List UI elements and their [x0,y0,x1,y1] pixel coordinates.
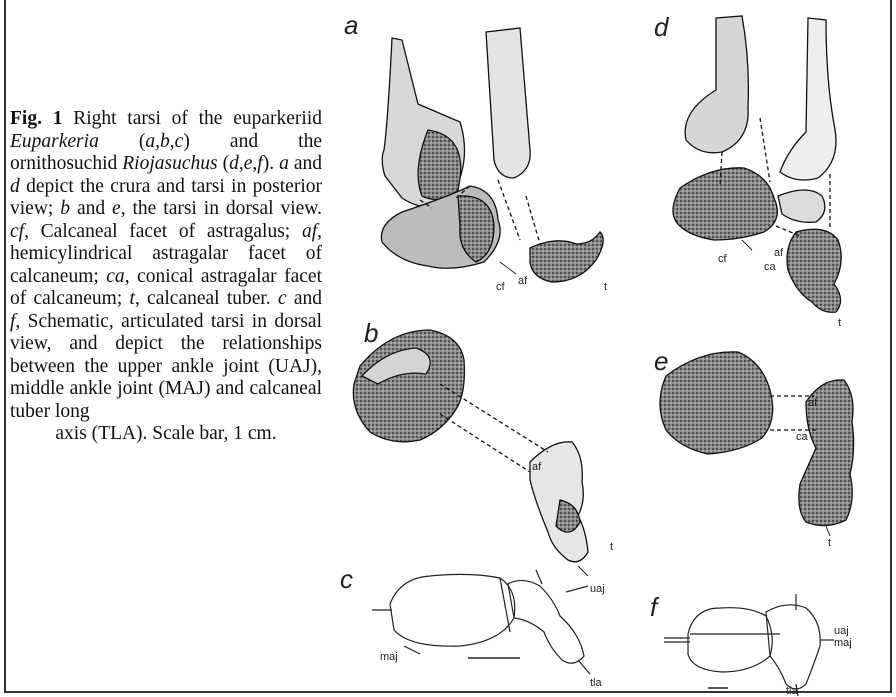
label-tla-c: tla [590,677,603,689]
label-uaj-f: uaj [834,625,849,637]
astragalus-e [660,352,773,454]
label-cf-a: cf [496,281,506,293]
panel-b-drawing [353,330,588,576]
label-t-e: t [828,537,831,549]
panel-a-drawing [381,28,603,282]
astragalus-d [673,168,777,240]
calcaneum-d [787,229,841,312]
calcaneum-outline-c [508,580,584,663]
panel-f-schematic [664,594,834,696]
label-ca-e: ca [796,431,809,443]
label-af-d: af [774,247,784,259]
calcaneum-outline-f [766,605,820,689]
label-ca-d: ca [764,261,777,273]
fibula-shaft-d [780,18,836,180]
label-af-e: af [808,397,818,409]
uaj-leader-c [566,586,588,592]
astragalus-outline-f [688,608,772,672]
tla-leader-c [578,660,590,674]
astragalus-upper-d [778,190,825,222]
uaj-tick-c [536,570,542,584]
tibia-shaft-d [685,16,748,153]
label-af-b: af [532,461,542,473]
panel-c-schematic [372,570,590,674]
label-t-a: t [604,281,607,293]
panel-d-drawing [673,16,841,312]
panel-e-drawing [660,352,854,536]
astragalus-b [353,330,464,442]
maj-leader-c [404,646,420,654]
label-uaj-c: uaj [590,583,605,595]
label-t-b: t [610,541,613,553]
label-maj-f: maj [834,637,852,649]
label-cf-d: cf [718,253,728,265]
label-af-a: af [518,275,528,287]
label-maj-c: maj [380,651,398,663]
fibula-shaft-a [486,28,530,178]
calcaneum-a [530,232,603,282]
label-t-d: t [838,317,841,329]
calcaneum-b [530,442,588,562]
label-tla-f: tla [786,685,799,697]
astragalus-outline-c [390,574,515,646]
